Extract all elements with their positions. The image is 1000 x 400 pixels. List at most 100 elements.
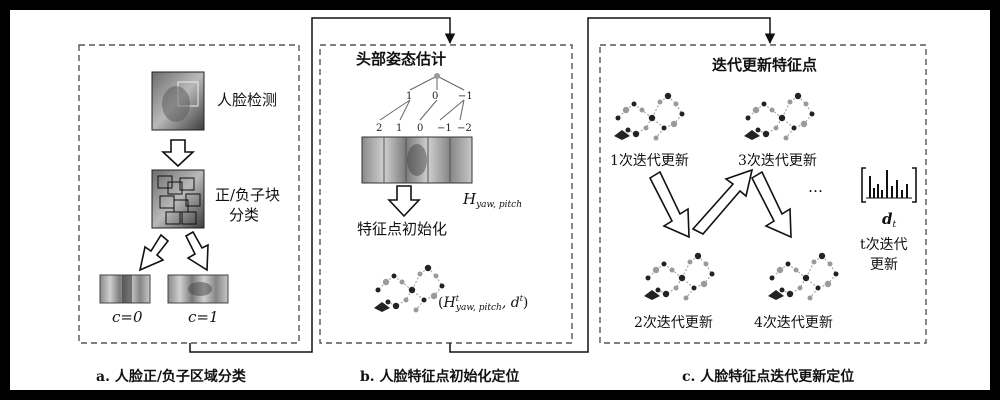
landmark-point	[776, 266, 784, 274]
landmark-point	[703, 261, 709, 267]
landmark-point	[661, 125, 667, 131]
landmark-point	[691, 285, 697, 291]
landmark-point	[399, 279, 405, 285]
label-iterative-update: 迭代更新特征点	[712, 56, 818, 74]
label-head-pose: 头部姿态估计	[356, 50, 447, 68]
pose-tree	[379, 73, 465, 121]
landmark-point	[413, 307, 419, 313]
landmark-point	[392, 302, 400, 310]
landmark-point	[622, 106, 630, 114]
landmark-point	[761, 101, 767, 107]
landmark-point	[752, 106, 760, 114]
tree-l2-label: 1	[396, 123, 403, 134]
landmark-point	[421, 297, 427, 303]
hollow-arrow-down-b	[387, 185, 421, 218]
landmark-point	[807, 295, 813, 301]
tree-l2-label: −2	[457, 123, 472, 134]
landmark-point	[745, 115, 751, 121]
label-iter-4: 4次迭代更新	[754, 315, 833, 331]
panel-c-box	[599, 44, 927, 344]
landmark-point	[818, 252, 826, 260]
connector-b-to-c	[449, 17, 776, 353]
landmark-point	[433, 273, 439, 279]
tree-l1-label: −1	[458, 91, 473, 102]
landmark-point	[648, 114, 656, 122]
landmark-glyph-iter2	[644, 252, 715, 301]
landmark-glyph-iter1	[614, 92, 685, 141]
negative-patch-image	[99, 274, 151, 304]
landmark-point	[773, 125, 779, 131]
landmark-point	[786, 290, 794, 298]
landmark-point	[403, 297, 409, 303]
landmark-point	[639, 107, 645, 113]
tree-l1-label: 0	[432, 91, 439, 102]
landmark-point	[382, 278, 390, 286]
hollow-arrow-down-a1	[160, 139, 196, 168]
landmark-point	[787, 99, 793, 105]
landmark-point	[827, 261, 833, 267]
landmark-point	[769, 107, 775, 113]
landmark-point	[794, 92, 802, 100]
landmark-point	[783, 135, 789, 141]
panel-b-box	[319, 44, 573, 344]
landmark-point	[778, 114, 786, 122]
landmark-point	[669, 267, 675, 273]
hollow-arrow-2-to-3	[691, 168, 754, 235]
label-iter-1: 1次迭代更新	[610, 153, 689, 169]
label-iter-2: 2次迭代更新	[634, 315, 713, 331]
head-pose-faces-image	[361, 136, 473, 184]
landmark-point	[769, 275, 775, 281]
label-init-params: (Htyaw, pitch, dt)	[438, 294, 529, 313]
tree-l1-label: 1	[406, 91, 413, 102]
landmark-point	[673, 285, 679, 291]
caption-panel-b: b. 人脸特征点初始化定位	[360, 369, 520, 385]
landmark-point	[700, 280, 708, 288]
landmark-point	[417, 271, 423, 277]
landmark-point	[811, 259, 817, 265]
landmark-glyph-iter4	[768, 252, 839, 301]
landmark-point	[657, 99, 663, 105]
patch-grid-image	[151, 169, 205, 229]
landmark-point	[683, 295, 689, 301]
hollow-arrow-left-diag-a	[138, 233, 170, 272]
landmark-point	[824, 280, 832, 288]
label-face-detection: 人脸检测	[217, 91, 278, 109]
landmark-point	[430, 292, 438, 300]
landmark-point	[670, 120, 678, 128]
hollow-arrow-3-to-4	[750, 170, 792, 239]
landmark-point	[662, 290, 670, 298]
hollow-arrow-right-diag-a	[184, 230, 209, 272]
label-feature-init: 特征点初始化	[357, 220, 448, 238]
landmark-point	[375, 287, 381, 293]
label-h-yaw-pitch: Hyaw, pitch	[463, 190, 522, 210]
caption-panel-a: a. 人脸正/负子区域分类	[96, 369, 246, 385]
landmark-point	[800, 120, 808, 128]
landmark-glyph-init	[374, 264, 445, 313]
landmark-point	[615, 115, 621, 121]
landmark-point	[791, 125, 797, 131]
landmark-point	[652, 266, 660, 274]
landmark-point	[779, 287, 785, 293]
landmark-point	[385, 299, 391, 305]
landmark-point	[793, 267, 799, 273]
hollow-arrow-1-to-2	[648, 170, 690, 239]
label-iter-3: 3次迭代更新	[738, 153, 817, 169]
tree-l2-label: −1	[437, 123, 452, 134]
landmark-point	[709, 271, 715, 277]
landmark-point	[655, 287, 661, 293]
landmark-point	[797, 285, 803, 291]
connector-a-to-b	[189, 17, 456, 353]
landmark-point	[408, 286, 416, 294]
landmark-point	[679, 111, 685, 117]
positive-patch-image	[167, 274, 229, 304]
label-t-iter-line1: t次迭代	[860, 237, 908, 253]
label-t-iter-line2: 更新	[870, 257, 898, 273]
panel-a-box	[78, 44, 300, 344]
landmark-point	[694, 252, 702, 260]
tree-node	[434, 73, 440, 79]
label-patch-class-line2: 分类	[229, 206, 260, 224]
landmark-point	[833, 271, 839, 277]
landmark-point	[755, 127, 761, 133]
